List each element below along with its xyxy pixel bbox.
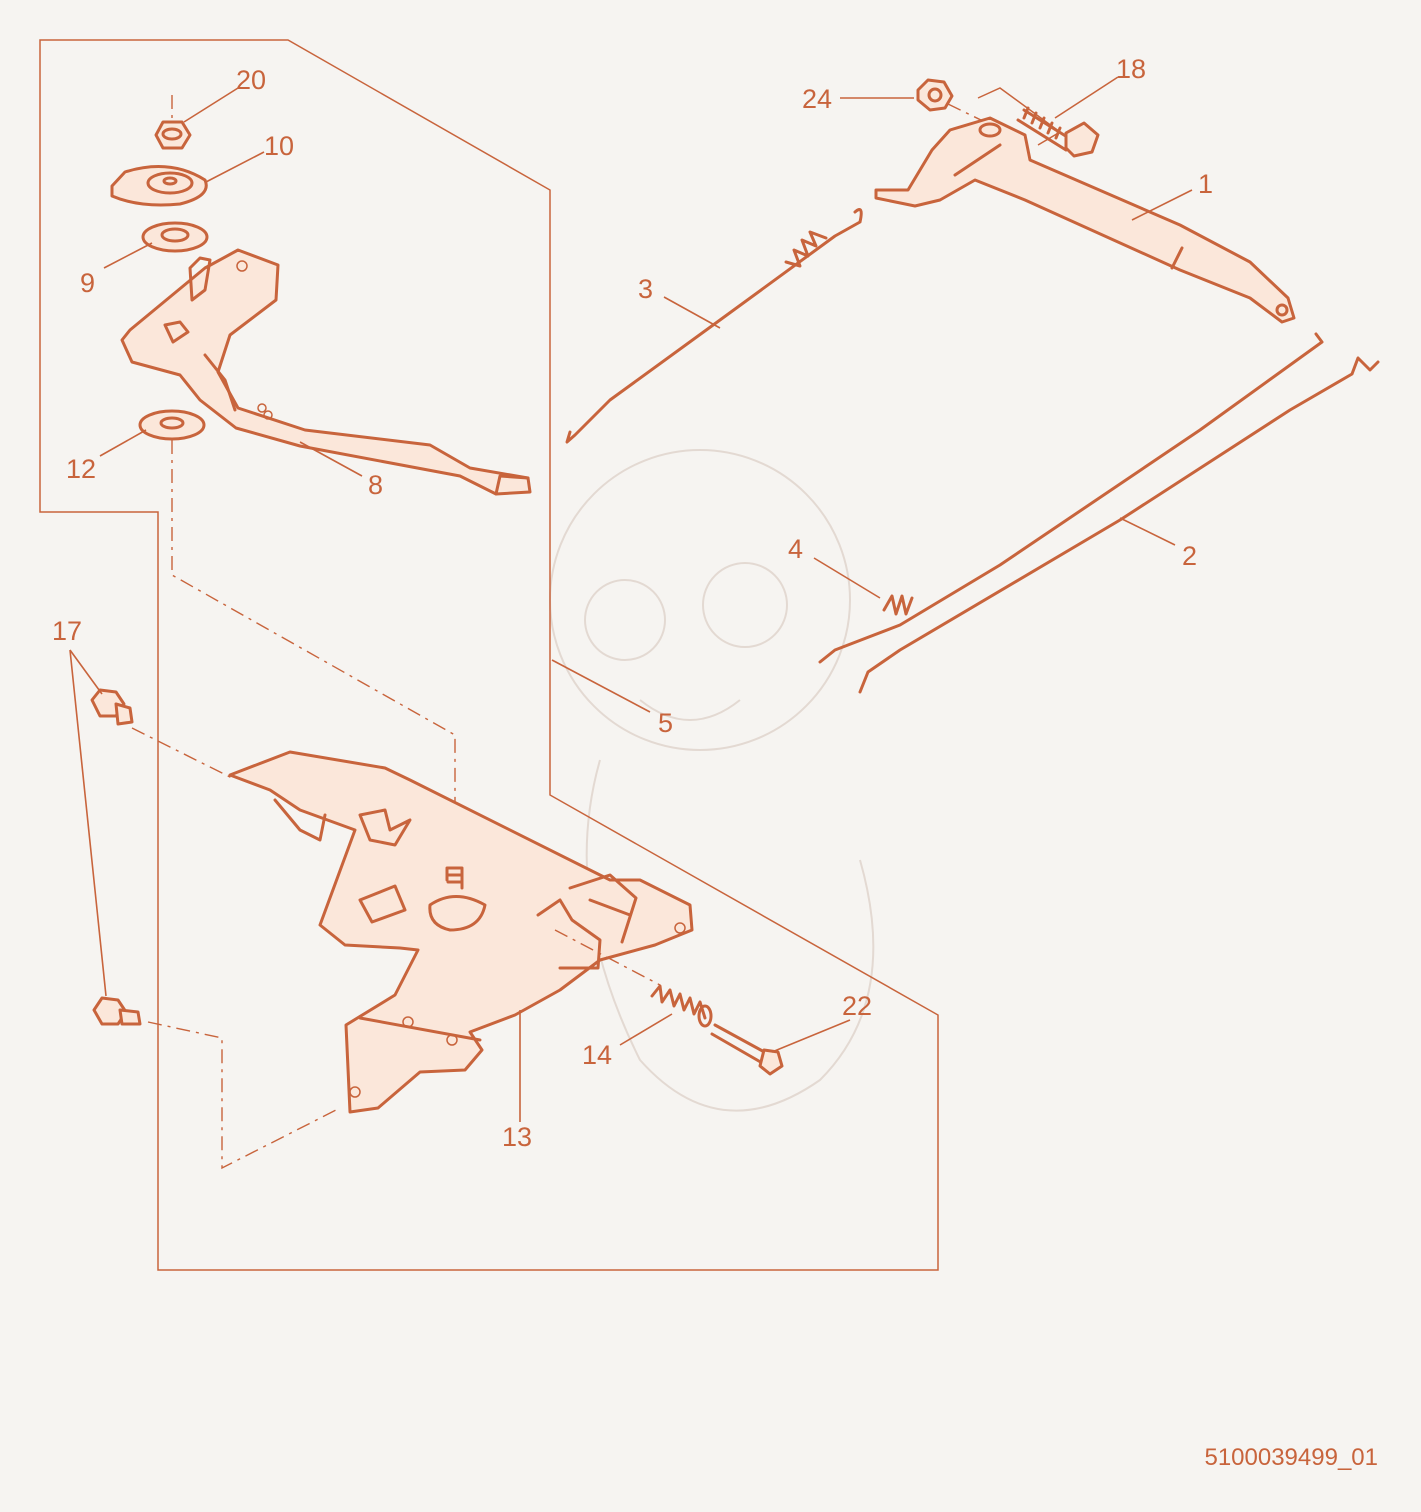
leader-18 (1054, 76, 1119, 119)
callout-labels: 20 10 9 12 8 3 1 24 18 2 4 5 17 14 22 13 (52, 54, 1213, 1152)
leader-1 (1131, 189, 1193, 221)
part-2-long-rod (818, 332, 1380, 694)
callout-10: 10 (264, 131, 294, 161)
callout-17: 17 (52, 616, 82, 646)
part-14-spring (554, 929, 713, 1028)
callout-3: 3 (638, 274, 653, 304)
callout-5: 5 (658, 708, 673, 738)
callout-9: 9 (80, 268, 95, 298)
leader-12 (99, 429, 147, 457)
callout-24: 24 (802, 84, 832, 114)
part-9-washer (141, 221, 209, 253)
part-10-flanged-washer (110, 165, 208, 207)
part-4-spring (882, 594, 914, 616)
callout-1: 1 (1198, 169, 1213, 199)
leader-8 (299, 441, 363, 477)
leader-9 (103, 242, 153, 269)
leader-20 (183, 87, 239, 123)
callout-2: 2 (1182, 541, 1197, 571)
callout-8: 8 (368, 470, 383, 500)
part-18-bolt (1016, 106, 1100, 158)
leader-2 (1119, 517, 1176, 546)
callout-4: 4 (788, 534, 803, 564)
part-17-bolts (90, 688, 341, 1170)
callout-12: 12 (66, 454, 96, 484)
part-24-nut (916, 78, 986, 123)
leader-3 (663, 296, 721, 329)
callout-22: 22 (842, 991, 872, 1021)
callout-20: 20 (236, 65, 266, 95)
part-8-control-arm (120, 248, 532, 496)
leader-17a (69, 649, 103, 695)
callout-13: 13 (502, 1122, 532, 1152)
leader-4 (813, 557, 881, 599)
leader-17b (69, 649, 107, 997)
leader-22 (771, 1019, 851, 1053)
leader-10 (205, 151, 265, 183)
callout-18: 18 (1116, 54, 1146, 84)
leader-14 (619, 1013, 673, 1046)
callout-14: 14 (582, 1040, 612, 1070)
part-20-nut (154, 95, 192, 150)
part-12-lower-washer (138, 409, 206, 441)
leader-5 (551, 659, 651, 713)
upper-group-box (39, 39, 939, 1271)
document-number: 5100039499_01 (1204, 1444, 1378, 1471)
part-1-lever (874, 116, 1296, 324)
part-22-bolt (710, 1023, 784, 1076)
part-3-spring-rod (565, 208, 863, 444)
leader-lines (69, 76, 1193, 1122)
stack-centerline (171, 440, 456, 860)
part-13-base-plate (228, 750, 694, 1114)
